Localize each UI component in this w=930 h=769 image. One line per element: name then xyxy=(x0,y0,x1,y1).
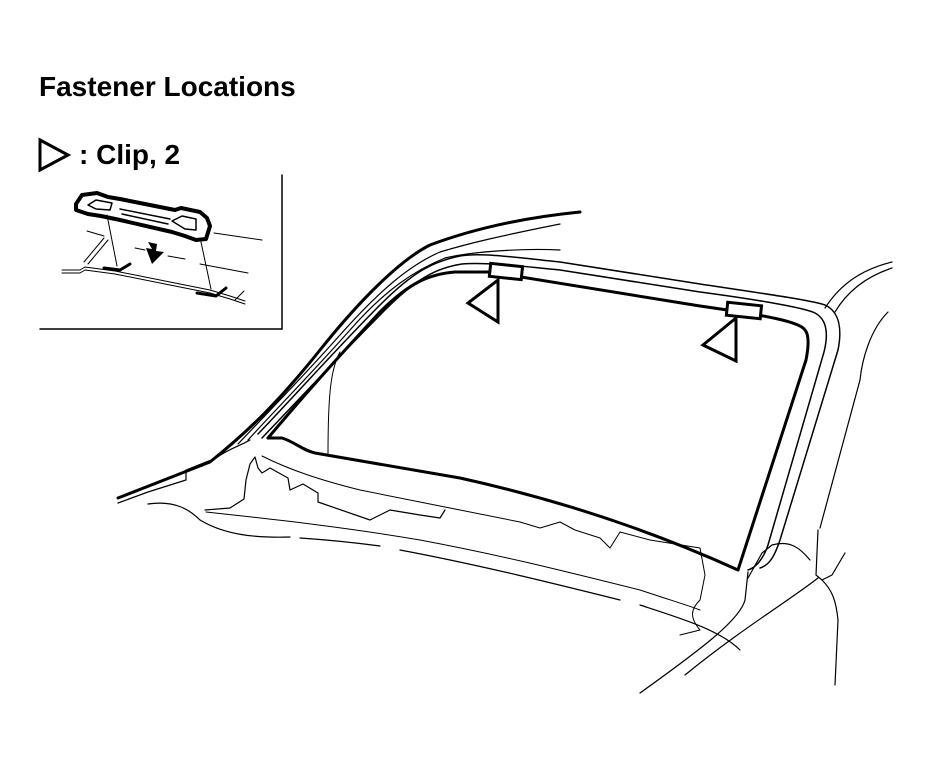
legend: : Clip, 2 xyxy=(37,137,180,173)
triangle-outline-icon xyxy=(700,314,738,364)
car-body xyxy=(116,210,893,694)
triangle-outline-icon xyxy=(38,137,71,173)
triangle-outline-icon xyxy=(465,276,500,325)
clip-callout-left xyxy=(465,261,525,325)
diagram-title: Fastener Locations xyxy=(39,71,296,102)
inset-clip-detail xyxy=(39,174,283,330)
legend-label: : Clip, 2 xyxy=(79,139,181,170)
clip-callout-right xyxy=(700,300,764,364)
